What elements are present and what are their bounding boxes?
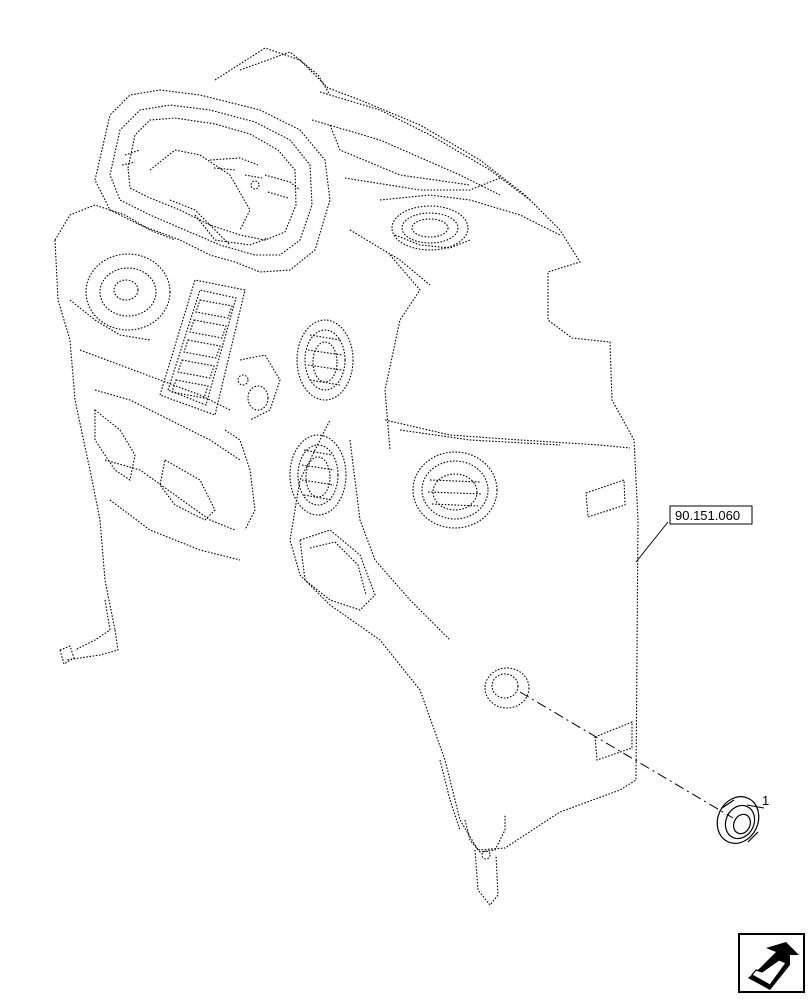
cab-interior-trim-panel [54, 47, 639, 906]
callout-leader-line [746, 804, 765, 809]
reference-leader-line [635, 521, 669, 563]
next-page-arrow-icon[interactable] [738, 933, 805, 993]
assembly-centerline [519, 691, 734, 819]
callout-1[interactable]: 1 [746, 793, 769, 809]
grommet-part [716, 796, 760, 844]
reference-callout[interactable]: 90.151.060 [635, 505, 753, 563]
callout-number: 1 [762, 793, 769, 808]
reference-box [669, 505, 753, 525]
reference-label: 90.151.060 [675, 508, 740, 523]
